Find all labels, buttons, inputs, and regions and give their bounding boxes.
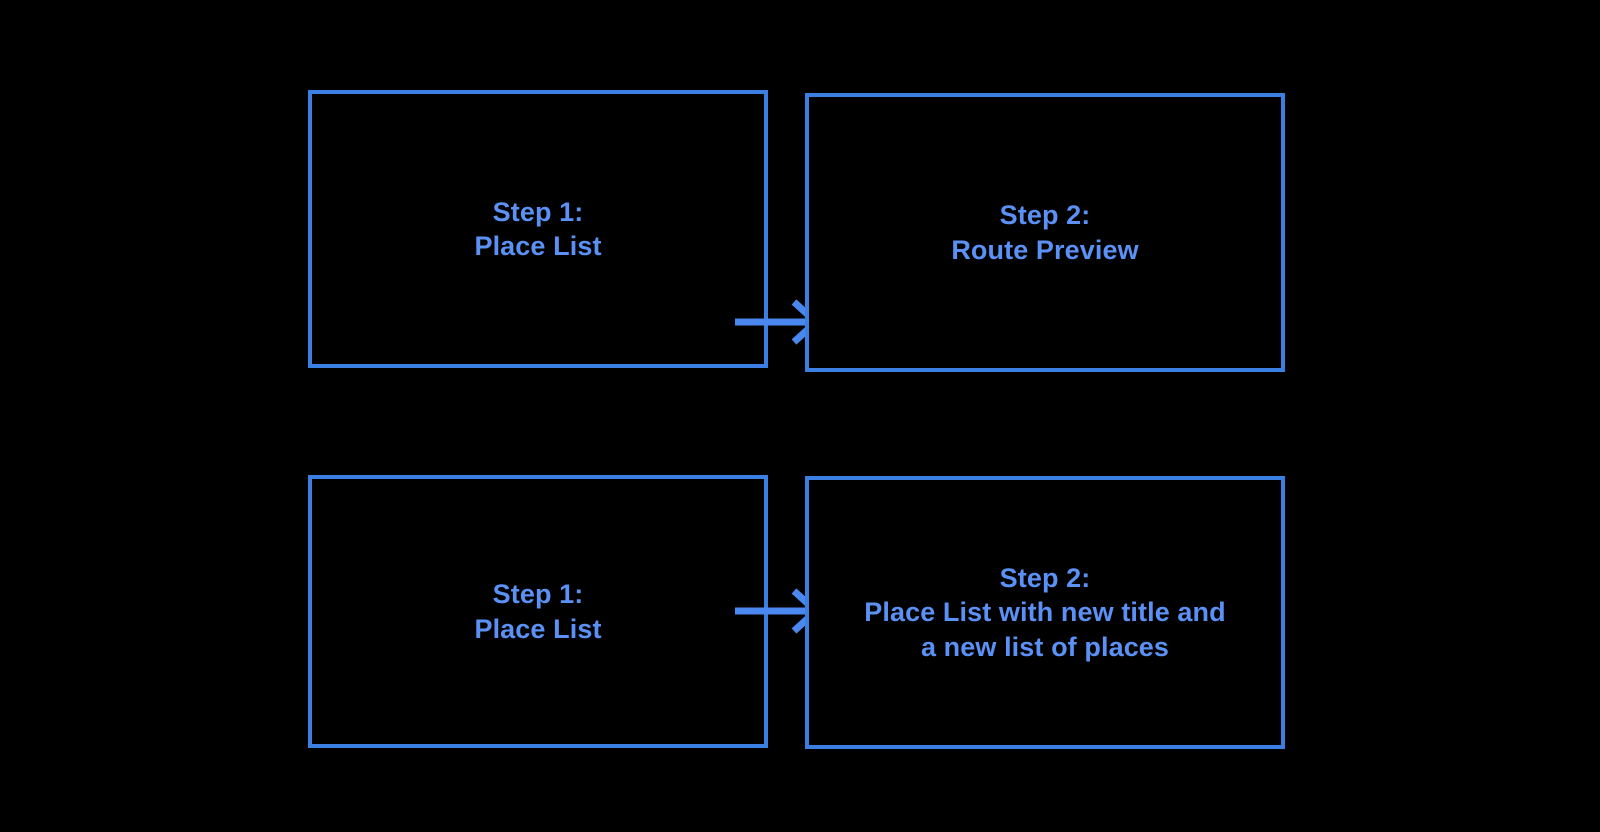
node-bottom-step-1-label: Step 1: Place List bbox=[474, 579, 602, 644]
node-bottom-step-2[interactable]: Step 2: Place List with new title and a … bbox=[805, 476, 1285, 749]
node-top-step-2-label: Step 2: Route Preview bbox=[951, 200, 1139, 265]
node-bottom-step-2-label: Step 2: Place List with new title and a … bbox=[864, 563, 1226, 662]
node-bottom-step-1[interactable]: Step 1: Place List bbox=[308, 475, 768, 748]
node-top-step-1[interactable]: Step 1: Place List bbox=[308, 90, 768, 368]
flow-row-bottom: Step 1: Place List Step 2: Place List wi… bbox=[0, 475, 1600, 749]
flow-row-top: Step 1: Place List Step 2: Route Preview bbox=[0, 90, 1600, 372]
node-top-step-2[interactable]: Step 2: Route Preview bbox=[805, 93, 1285, 372]
node-top-step-1-label: Step 1: Place List bbox=[474, 196, 602, 261]
